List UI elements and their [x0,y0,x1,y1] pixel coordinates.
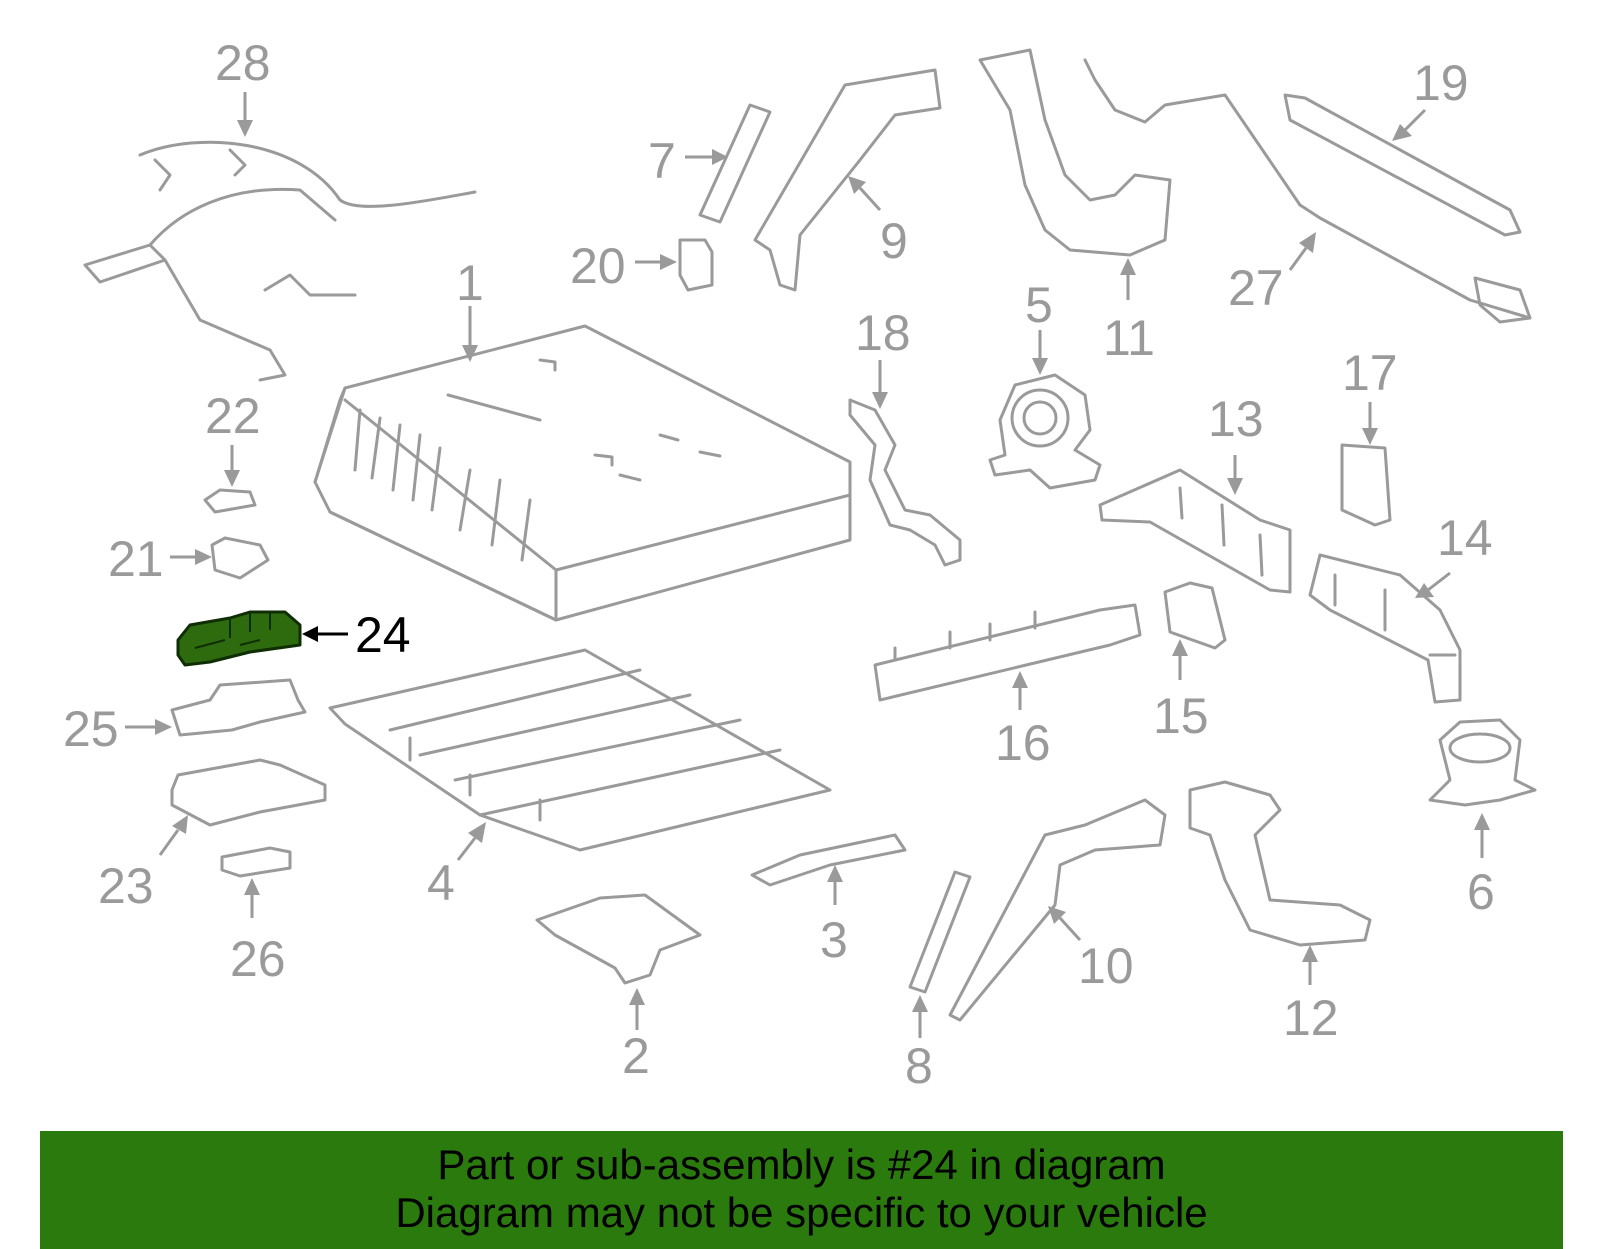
callout-10: 10 [1078,938,1134,994]
part-10-duct[interactable] [948,798,1167,1022]
callout-24: 24 [355,607,411,663]
callout-9-leader [848,176,882,212]
callout-6-leader [1474,813,1490,858]
banner-line-1: Part or sub-assembly is #24 in diagram [437,1141,1166,1188]
part-2-bracket[interactable] [535,893,702,985]
callout-23-leader [158,815,188,856]
callout-16: 16 [995,715,1051,771]
part-15[interactable] [1163,581,1227,650]
info-banner: Part or sub-assembly is #24 in diagram D… [40,1131,1563,1249]
part-7-strip[interactable] [698,103,772,224]
part-6-blower[interactable] [1428,718,1537,807]
callout-17: 17 [1342,345,1398,401]
callout-19: 19 [1413,55,1469,111]
part-4-tray[interactable] [328,648,832,852]
part-8-strip[interactable] [908,870,972,994]
callout-7: 7 [648,133,676,189]
callout-4-leader [456,822,486,861]
callout-25: 25 [63,701,119,757]
part-27-cable[interactable] [1298,203,1532,324]
callout-12: 12 [1283,990,1339,1046]
callout-8-leader [912,995,928,1038]
callout-22-leader [224,445,240,487]
callout-24-leader [302,626,348,642]
callout-14-leader [1415,571,1451,598]
callout-28-leader [237,92,253,137]
callout-5-leader [1032,330,1048,375]
callout-2-leader [629,988,645,1030]
callout-16-leader [1012,671,1028,710]
callout-18-leader [872,360,888,409]
part-26[interactable] [220,846,292,878]
part-18-hose[interactable] [848,398,962,567]
callout-18: 18 [855,305,911,361]
callout-9: 9 [880,213,908,269]
part-23[interactable] [170,758,327,827]
part-1-battery-pack[interactable] [313,324,852,622]
part-12-duct[interactable] [1188,780,1372,947]
part-5-blower[interactable] [988,373,1102,490]
callout-7-leader [685,149,728,165]
callout-3-leader [827,865,843,905]
part-21[interactable] [210,536,270,580]
callout-6: 6 [1467,864,1495,920]
callout-2: 2 [622,1028,650,1084]
callout-26-leader [244,878,260,918]
callout-13: 13 [1208,391,1264,447]
part-9-duct[interactable] [753,68,942,292]
callout-14: 14 [1437,510,1493,566]
callout-15-leader [1172,639,1188,680]
callout-27: 27 [1228,260,1284,316]
part-20[interactable] [678,238,714,292]
callout-1-leader [462,306,478,362]
callout-5: 5 [1025,277,1053,333]
part-13-bracket[interactable] [1098,468,1292,594]
callout-21: 21 [108,531,164,587]
callout-11-leader [1120,258,1136,300]
part-19[interactable] [1283,93,1522,237]
callout-15: 15 [1153,688,1209,744]
callout-10-leader [1048,906,1082,942]
callout-4: 4 [427,855,455,911]
callout-8: 8 [905,1038,933,1094]
callout-20-leader [635,254,677,270]
part-25[interactable] [170,678,307,737]
callout-12-leader [1302,945,1318,985]
part-28-wire-harness[interactable] [83,140,477,382]
callout-25-leader [125,719,172,735]
callout-19-leader [1392,108,1427,141]
callout-26: 26 [230,931,286,987]
callout-1: 1 [456,255,484,311]
callout-11: 11 [1103,310,1155,366]
callout-17-leader [1362,402,1378,445]
banner-line-2: Diagram may not be specific to your vehi… [395,1189,1208,1236]
callout-27-leader [1288,232,1316,271]
callout-23: 23 [98,858,154,914]
part-17[interactable] [1340,443,1392,527]
callout-21-leader [170,549,212,565]
callout-3: 3 [820,912,848,968]
callout-20: 20 [570,238,626,294]
callout-22: 22 [205,388,261,444]
part-16-rail[interactable] [873,603,1142,702]
callout-13-leader [1227,455,1243,495]
part-14-bracket[interactable] [1308,553,1462,704]
part-3[interactable] [750,833,907,887]
part-22[interactable] [203,488,257,514]
part-11-duct[interactable] [978,48,1302,257]
callout-28: 28 [215,35,271,91]
part-24-highlighted[interactable] [176,610,302,667]
